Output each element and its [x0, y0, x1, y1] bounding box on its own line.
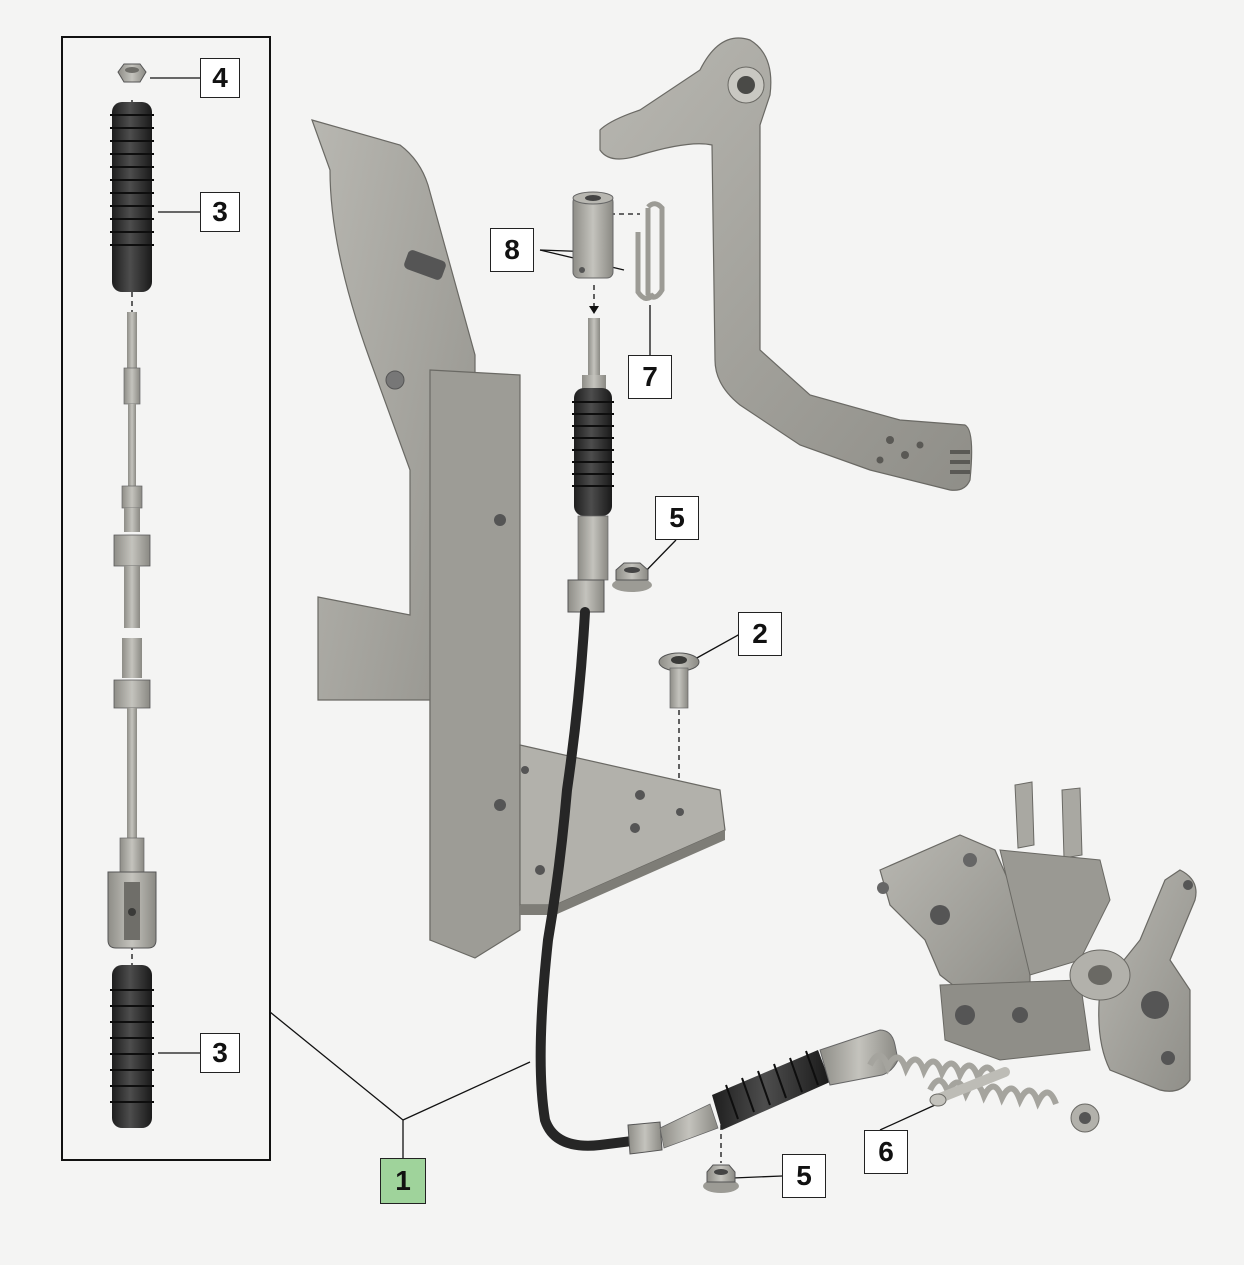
kit-contents [107, 63, 157, 1128]
arrow-head [589, 306, 599, 314]
rubber-boot-upper [110, 102, 154, 292]
release-linkage [867, 781, 1197, 1133]
cable-installed [535, 318, 899, 1155]
kit-frame [61, 36, 271, 1161]
cable-rod [107, 312, 157, 949]
return-spring [867, 1052, 1059, 1110]
clutch-pedal [599, 37, 973, 491]
callout-5-lower[interactable]: 5 [782, 1154, 826, 1198]
callout-3-lower[interactable]: 3 [200, 1033, 240, 1073]
sleeve-part [572, 191, 614, 279]
hex-bolt [658, 652, 700, 709]
clip-part [635, 201, 665, 301]
flange-nut-upper [612, 562, 652, 592]
callout-8[interactable]: 8 [490, 228, 534, 272]
mounting-bracket [311, 119, 726, 959]
flange-nut-lower [703, 1164, 739, 1193]
callout-3-upper[interactable]: 3 [200, 192, 240, 232]
callout-7[interactable]: 7 [628, 355, 672, 399]
leader-lines [150, 77, 936, 1179]
rubber-boot-lower [110, 965, 154, 1128]
callout-1[interactable]: 1 [380, 1158, 426, 1204]
callout-4[interactable]: 4 [200, 58, 240, 98]
callout-2[interactable]: 2 [738, 612, 782, 656]
callout-6[interactable]: 6 [864, 1130, 908, 1174]
callout-5-upper[interactable]: 5 [655, 496, 699, 540]
